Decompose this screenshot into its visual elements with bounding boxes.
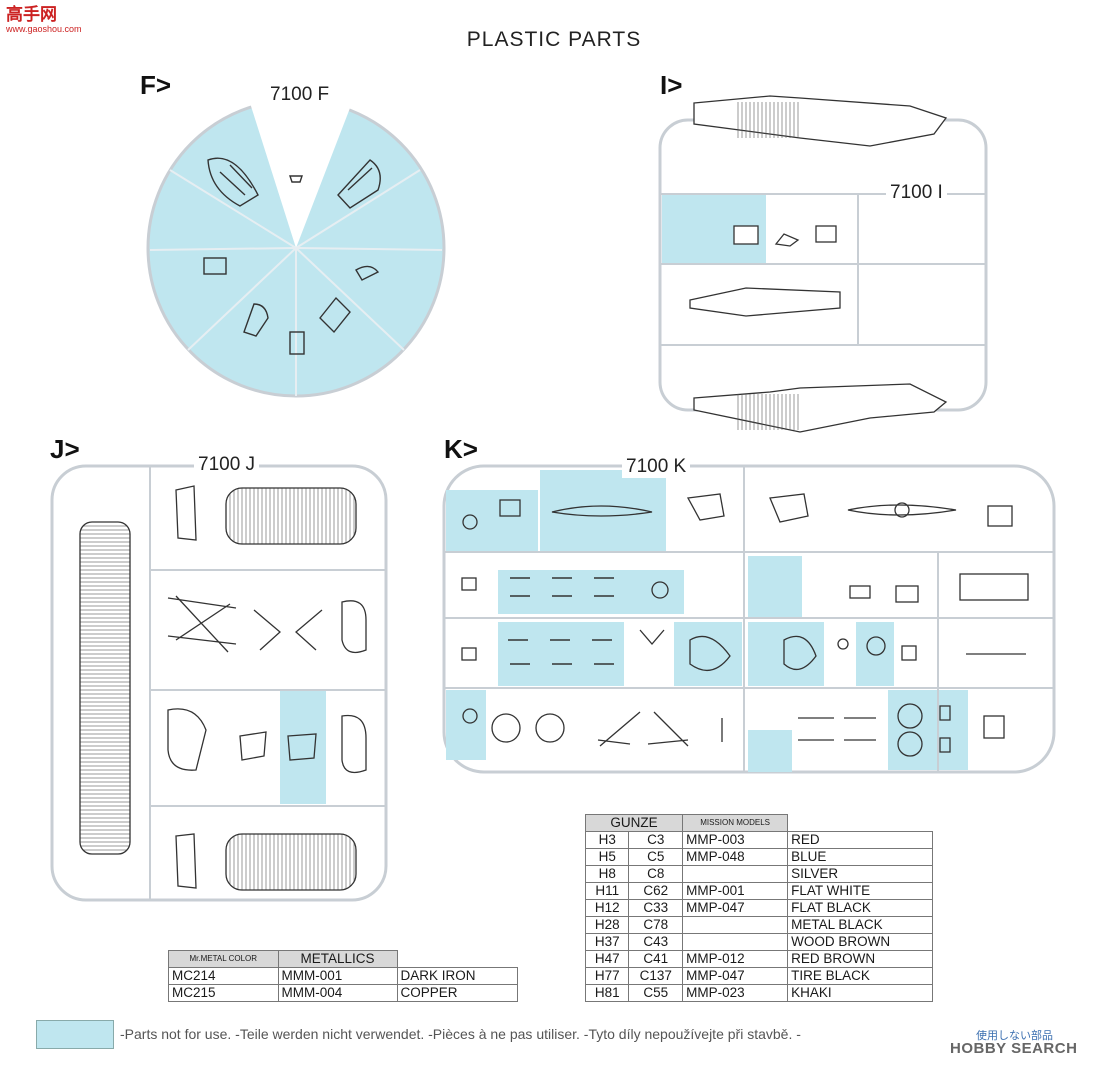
paint-cell: FLAT WHITE — [787, 882, 933, 900]
section-label-k: K> — [444, 434, 478, 464]
paint-cell: C55 — [628, 984, 684, 1002]
hobby-search-logo: HOBBY SEARCH — [950, 1040, 1078, 1057]
paint-cell — [682, 933, 789, 951]
paint-cell: BLUE — [787, 848, 933, 866]
paint-cell: C5 — [628, 848, 684, 866]
paint-cell: MMP-023 — [682, 984, 789, 1002]
paint-cell: KHAKI — [787, 984, 933, 1002]
paint-cell: MMP-001 — [682, 882, 789, 900]
sprue-label-k: 7100 K — [622, 456, 691, 478]
paint-cell: C137 — [628, 967, 684, 985]
sprue-k — [442, 464, 1056, 774]
paint-cell: C8 — [628, 865, 684, 883]
paint-cell: MMP-047 — [682, 967, 789, 985]
page-title: PLASTIC PARTS — [466, 28, 642, 51]
not-for-use-legend: -Parts not for use. -Teile werden nicht … — [120, 1026, 801, 1042]
paint-cell — [682, 916, 789, 934]
header-blank — [787, 814, 933, 832]
paint-cell: MMP-012 — [682, 950, 789, 968]
paint-cell: H81 — [584, 984, 630, 1002]
paint-cell: RED — [787, 831, 933, 849]
paint-cell: C33 — [628, 899, 684, 917]
sprue-f-parts — [203, 157, 381, 355]
metal-cell: COPPER — [396, 984, 519, 1002]
metal-cell: MMM-001 — [277, 967, 398, 985]
paint-table-header: GUNZE MISSION MODELS — [584, 814, 933, 832]
paint-cell: H28 — [584, 916, 630, 934]
jp-legend-note: 使用しない部品 — [976, 1030, 1053, 1042]
watermark-title: 高手网 — [6, 5, 57, 24]
header-mr-metal-color: Mr.METAL COLOR — [168, 950, 279, 968]
header-blank — [397, 950, 518, 968]
metal-cell: DARK IRON — [396, 967, 519, 985]
site-watermark: 高手网 www.gaoshou.com — [6, 6, 82, 34]
paint-cell: C78 — [628, 916, 684, 934]
watermark-url: www.gaoshou.com — [6, 24, 82, 34]
paint-cell — [682, 865, 789, 883]
paint-cell: MMP-047 — [682, 899, 789, 917]
section-label-j: J> — [50, 434, 80, 464]
paint-cell: H37 — [584, 933, 630, 951]
section-label-f: F> — [140, 70, 172, 100]
sprue-label-i: 7100 I — [886, 182, 947, 204]
header-metallics: METALLICS — [277, 950, 398, 968]
sprue-label-f: 7100 F — [266, 84, 334, 106]
paint-cell: H77 — [584, 967, 630, 985]
not-for-use-swatch — [36, 1020, 114, 1049]
header-gunze: GUNZE — [584, 814, 684, 832]
metal-cell: MC214 — [168, 967, 279, 985]
metal-cell: MC215 — [168, 984, 279, 1002]
sprue-f — [146, 96, 446, 398]
sprue-label-j: 7100 J — [194, 454, 260, 476]
paint-cell: METAL BLACK — [787, 916, 933, 934]
paint-cell: H12 — [584, 899, 630, 917]
paint-cell: C3 — [628, 831, 684, 849]
paint-cell: FLAT BLACK — [787, 899, 933, 917]
paint-cell: SILVER — [787, 865, 933, 883]
paint-cell: C62 — [628, 882, 684, 900]
metal-cell: MMM-004 — [277, 984, 398, 1002]
sprue-i — [658, 95, 988, 433]
sprue-j — [50, 464, 388, 902]
paint-cell: MMP-048 — [682, 848, 789, 866]
paint-cell: C43 — [628, 933, 684, 951]
paint-cell: C41 — [628, 950, 684, 968]
paint-cell: H11 — [584, 882, 630, 900]
section-label-i: I> — [660, 70, 683, 100]
paint-cell: TIRE BLACK — [787, 967, 933, 985]
header-mission-models: MISSION MODELS — [682, 814, 789, 832]
paint-cell: WOOD BROWN — [787, 933, 933, 951]
paint-cell: H47 — [584, 950, 630, 968]
paint-cell: RED BROWN — [787, 950, 933, 968]
paint-cell: H5 — [584, 848, 630, 866]
paint-cell: MMP-003 — [682, 831, 789, 849]
paint-cell: H8 — [584, 865, 630, 883]
metallics-table-header: Mr.METAL COLOR METALLICS — [168, 950, 518, 968]
paint-cell: H3 — [584, 831, 630, 849]
